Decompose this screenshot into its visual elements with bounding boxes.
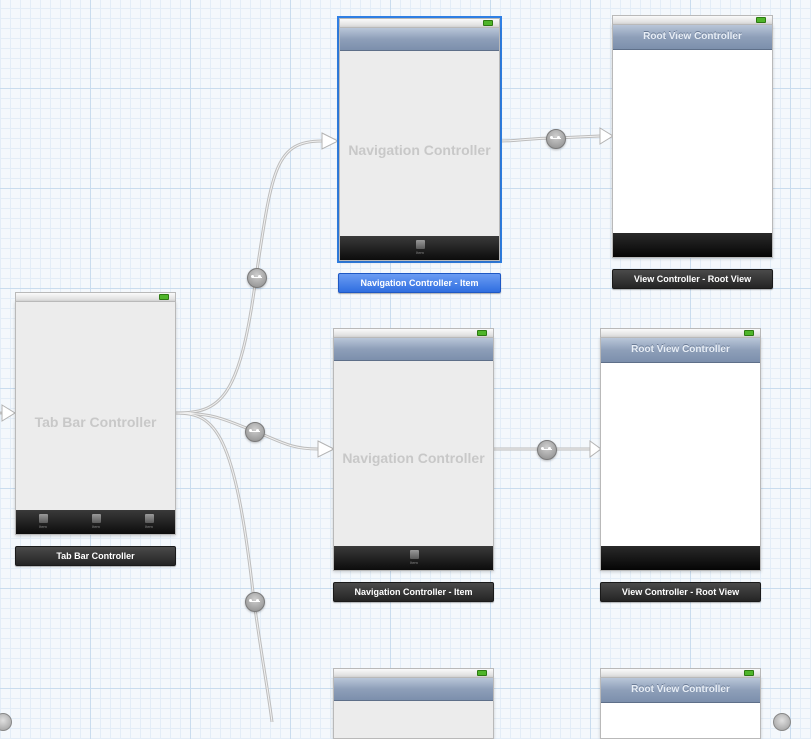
navigation-controller-scene-3[interactable] <box>333 668 494 739</box>
navigation-controller-scene-1[interactable]: Navigation Controller Item <box>337 16 502 263</box>
arrowhead-nav1 <box>321 132 340 150</box>
scene-dock <box>600 328 761 337</box>
navigation-bar-title: Root View Controller <box>601 678 760 703</box>
battery-icon <box>159 294 169 300</box>
battery-icon <box>744 670 754 676</box>
arrowhead-root1 <box>599 127 614 145</box>
battery-icon <box>756 17 766 23</box>
scene-dock <box>15 292 176 301</box>
root-view-controller-canvas[interactable]: Root View Controller <box>600 677 761 739</box>
tab-bar-controller-canvas[interactable]: Tab Bar Controller Item Item Item <box>15 301 176 535</box>
tab-item[interactable]: Item <box>137 514 161 529</box>
scene-dock <box>333 668 494 677</box>
battery-icon <box>483 20 493 26</box>
scene-dock <box>600 668 761 677</box>
tab-item[interactable]: Item <box>84 514 108 529</box>
segue-line-tab-to-nav3 <box>174 411 274 722</box>
navigation-controller-canvas[interactable]: Navigation Controller Item <box>339 27 500 261</box>
segue-relationship-icon[interactable] <box>537 440 557 460</box>
segue-relationship-icon[interactable] <box>245 592 265 612</box>
navigation-controller-title: Navigation Controller <box>342 450 485 466</box>
entry-point-arrow-icon <box>1 404 16 422</box>
tab-item-icon <box>415 240 425 249</box>
arrowhead-nav2 <box>317 440 336 458</box>
tab-item[interactable]: Item <box>31 514 55 529</box>
bottom-bar <box>613 233 772 257</box>
navigation-bar <box>334 338 493 361</box>
navigation-bar-title: Root View Controller <box>613 25 772 50</box>
tab-bar: Item <box>334 546 493 570</box>
canvas-scroll-handle-left[interactable] <box>0 713 12 731</box>
navigation-bar-title: Root View Controller <box>601 338 760 363</box>
scene-dock <box>339 18 500 27</box>
tab-item[interactable]: Item <box>402 550 426 565</box>
tab-item-icon <box>409 550 419 559</box>
scene-label-navigation-controller-2[interactable]: Navigation Controller - Item <box>333 582 494 602</box>
tab-bar-controller-scene[interactable]: Tab Bar Controller Item Item Item <box>15 292 176 535</box>
navigation-controller-scene-2[interactable]: Navigation Controller Item <box>333 328 494 571</box>
arrowhead-root2 <box>589 440 602 458</box>
navigation-bar <box>340 28 499 51</box>
scene-dock <box>333 328 494 337</box>
battery-icon <box>477 330 487 336</box>
battery-icon <box>477 670 487 676</box>
segue-relationship-icon[interactable] <box>546 129 566 149</box>
battery-icon <box>744 330 754 336</box>
navigation-bar <box>334 678 493 701</box>
segue-connections <box>0 127 614 722</box>
segue-relationship-icon[interactable] <box>247 268 267 288</box>
scene-label-root-view-2[interactable]: View Controller - Root View <box>600 582 761 602</box>
tab-bar-controller-title: Tab Bar Controller <box>34 414 157 430</box>
tab-item-icon <box>91 514 101 523</box>
tab-item[interactable]: Item <box>408 240 432 255</box>
scene-label-tab-bar-controller[interactable]: Tab Bar Controller <box>15 546 176 566</box>
root-view-controller-scene-2[interactable]: Root View Controller <box>600 328 761 571</box>
root-view-controller-scene-1[interactable]: Root View Controller <box>612 15 773 258</box>
root-view-controller-canvas[interactable]: Root View Controller <box>612 24 773 258</box>
root-view-controller-canvas[interactable]: Root View Controller <box>600 337 761 571</box>
navigation-controller-title: Navigation Controller <box>348 142 491 158</box>
root-view-controller-scene-3[interactable]: Root View Controller <box>600 668 761 739</box>
tab-bar: Item Item Item <box>16 510 175 534</box>
navigation-controller-canvas[interactable] <box>333 677 494 739</box>
scene-label-root-view-1[interactable]: View Controller - Root View <box>612 269 773 289</box>
scene-dock <box>612 15 773 24</box>
scene-label-navigation-controller-1[interactable]: Navigation Controller - Item <box>338 273 501 293</box>
tab-item-icon <box>144 514 154 523</box>
bottom-bar <box>601 546 760 570</box>
canvas-scroll-handle-right[interactable] <box>773 713 791 731</box>
tab-item-icon <box>38 514 48 523</box>
segue-relationship-icon[interactable] <box>245 422 265 442</box>
tab-bar: Item <box>340 236 499 260</box>
navigation-controller-canvas[interactable]: Navigation Controller Item <box>333 337 494 571</box>
